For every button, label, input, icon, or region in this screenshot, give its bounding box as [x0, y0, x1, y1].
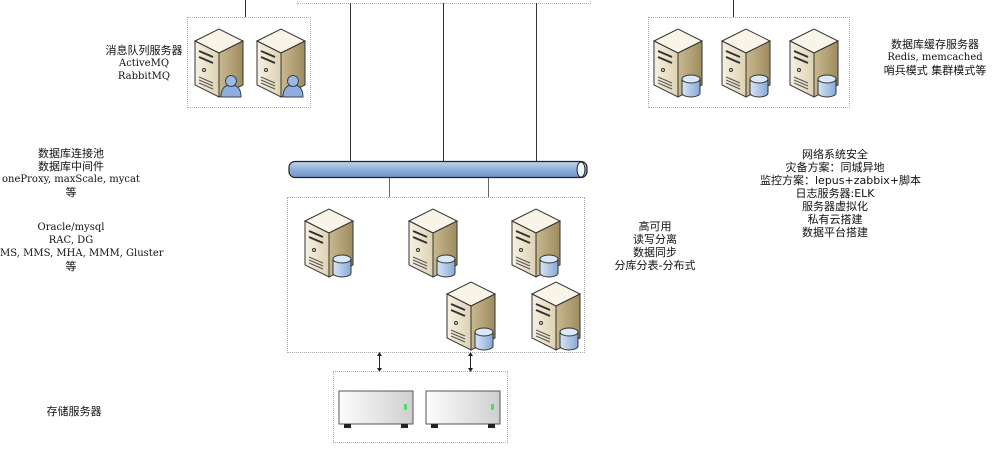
db-server-icon: [408, 208, 458, 278]
connector-line: [245, 0, 246, 17]
cache-server-icon: [721, 28, 771, 98]
db-server-icon: [446, 281, 496, 351]
connector-line: [443, 3, 444, 163]
cache-server-group: [648, 17, 850, 108]
top-group-box: [297, 0, 591, 4]
storage-unit-icon: [338, 390, 414, 428]
network-bus: [288, 160, 588, 179]
cache-server-icon: [653, 28, 703, 98]
double-arrow: [377, 352, 382, 372]
connector-line: [389, 177, 390, 197]
mq-server-icon: [256, 28, 306, 98]
ops-label: 网络系统安全 灾备方案：同城异地 监控方案：lepus+zabbix+脚本 日志…: [760, 148, 921, 239]
storage-group: [333, 371, 508, 443]
storage-label: 存储服务器: [46, 405, 102, 418]
db-types-label: Oracle/mysql RAC, DG MS, MMS, MHA, MMM, …: [0, 222, 164, 273]
connector-line: [733, 0, 734, 17]
db-server-icon: [304, 208, 354, 278]
cache-server-icon: [789, 28, 839, 98]
connector-line: [350, 3, 351, 163]
db-server-icon: [511, 208, 561, 278]
db-pool-label: 数据库连接池 数据库中间件 oneProxy, maxScale, mycat …: [2, 147, 140, 199]
connector-line: [488, 177, 489, 197]
mq-server-group: [187, 17, 311, 108]
mq-server-icon: [194, 28, 244, 98]
db-server-icon: [531, 281, 581, 351]
db-server-group: [287, 197, 585, 353]
mq-label: 消息队列服务器 ActiveMQ RabbitMQ: [105, 44, 183, 82]
cache-label: 数据库缓存服务器 Redis, memcached 哨兵模式 集群模式等: [883, 38, 987, 77]
connector-line: [536, 3, 537, 163]
db-cluster-label: 高可用 读写分离 数据同步 分库分表-分布式: [614, 220, 696, 272]
storage-unit-icon: [425, 390, 501, 428]
double-arrow: [468, 352, 473, 372]
